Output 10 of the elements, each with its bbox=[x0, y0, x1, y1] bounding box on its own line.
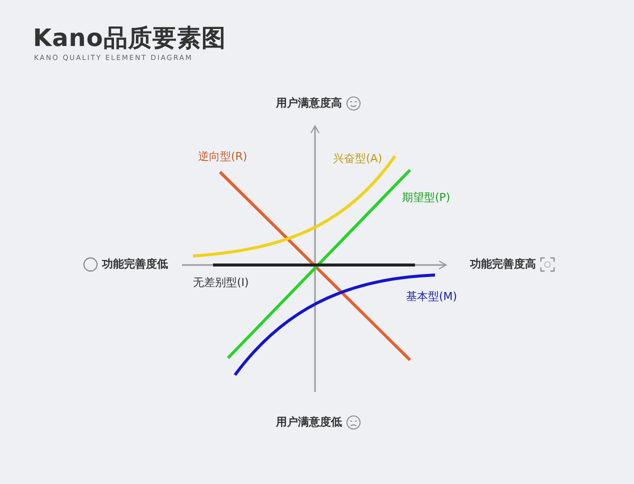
axis-label: 用户满意度高 bbox=[276, 96, 342, 110]
curve-label: 兴奋型(A) bbox=[333, 152, 382, 165]
title: Kano品质要素图 bbox=[33, 23, 226, 54]
curve-label: 基本型(M) bbox=[406, 290, 458, 303]
axis-label: 功能完善度低 bbox=[102, 258, 168, 271]
axis-label: 用户满意度低 bbox=[276, 416, 342, 429]
curve-label: 无差别型(I) bbox=[193, 276, 249, 289]
curve-label: 逆向型(R) bbox=[198, 150, 248, 163]
curve-label: 期望型(P) bbox=[402, 191, 450, 204]
axis-label: 功能完善度高 bbox=[470, 258, 536, 271]
